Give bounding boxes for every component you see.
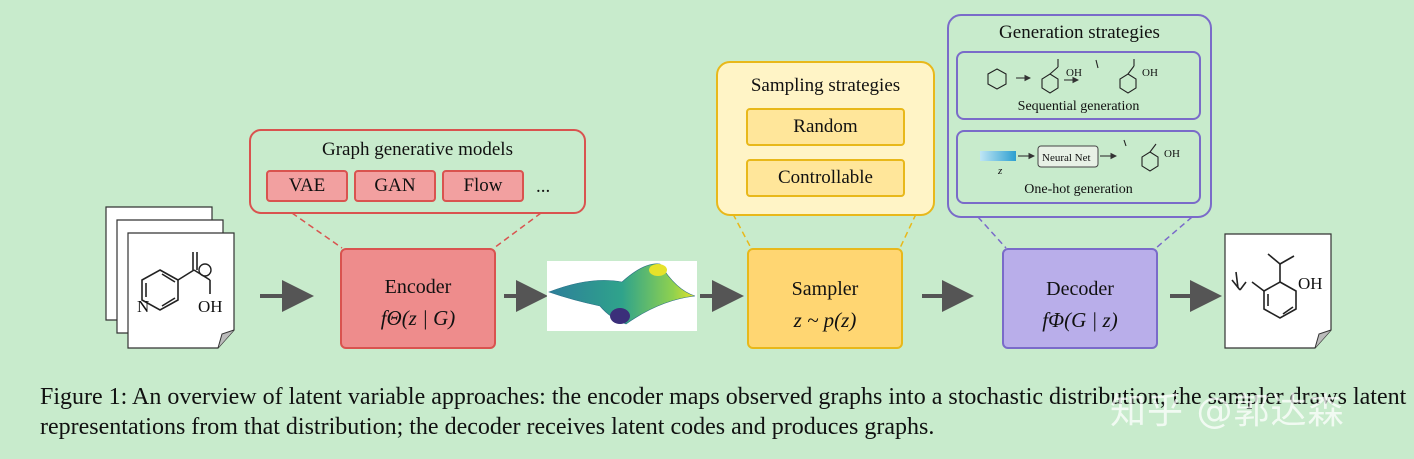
- diagram-canvas: [105, 59, 1332, 349]
- neural-net-label: Neural Net: [1042, 152, 1091, 164]
- decoder-zoom-connectors: [977, 216, 1193, 249]
- onehot-generation-label: One-hot generation: [1024, 182, 1133, 197]
- generation-strategies-panel: Generation strategies: [947, 14, 1212, 218]
- encoder-title: Encoder: [384, 276, 452, 298]
- sequential-generation-label: Sequential generation: [1017, 99, 1140, 114]
- onehot-generation-box: z Neural Net OH One-hot generation: [956, 130, 1201, 204]
- sampling-chip-random: Random: [746, 108, 905, 146]
- sampler-zoom-connectors: [732, 213, 917, 249]
- sampler-formula: z ~ p(z): [793, 308, 857, 332]
- model-chip-flow: Flow: [442, 170, 524, 202]
- graph-models-title: Graph generative models: [322, 139, 513, 160]
- encoder-box: Encoder fΘ(z | G): [340, 248, 496, 349]
- model-chip-gan: GAN: [354, 170, 436, 202]
- decoder-formula: fΦ(G | z): [1042, 308, 1118, 332]
- decoder-box: Decoder fΦ(G | z): [1002, 248, 1158, 349]
- decoder-title: Decoder: [1046, 278, 1114, 300]
- model-chip-vae: VAE: [266, 170, 348, 202]
- input-oh-label: OH: [198, 297, 223, 316]
- sampler-box: Sampler z ~ p(z): [747, 248, 903, 349]
- latent-distribution-surface: [547, 261, 697, 331]
- input-n-label: N: [137, 297, 150, 316]
- encoder-formula: fΘ(z | G): [380, 306, 456, 330]
- seq-oh-label-2: OH: [1142, 67, 1158, 79]
- sampling-chip-controllable: Controllable: [746, 159, 905, 197]
- generation-title: Generation strategies: [999, 22, 1160, 43]
- sequential-generation-molecules: [987, 59, 1137, 94]
- seq-oh-label: OH: [1066, 67, 1082, 79]
- sampling-title: Sampling strategies: [750, 75, 901, 96]
- figure-caption: Figure 1: An overview of latent variable…: [40, 384, 1407, 440]
- z-label: z: [998, 165, 1003, 177]
- model-chip-more: ...: [536, 176, 551, 197]
- output-graph-document: [1224, 233, 1332, 349]
- watermark: 知乎 @郭达森: [1110, 391, 1345, 432]
- input-graph-documents: [105, 206, 235, 349]
- nicotinic-acid-molecule: [141, 252, 212, 311]
- sequential-generation-box: OH OH Sequential generation: [956, 51, 1201, 120]
- onehot-generation-graphic: [980, 139, 1159, 172]
- aspirin-molecule: [1231, 253, 1297, 319]
- encoder-zoom-connectors: [291, 212, 542, 249]
- sampler-title: Sampler: [791, 278, 859, 300]
- output-oh-label: OH: [1298, 274, 1323, 293]
- onehot-oh-label: OH: [1164, 148, 1180, 160]
- graph-generative-models-panel: Graph generative models: [249, 129, 586, 214]
